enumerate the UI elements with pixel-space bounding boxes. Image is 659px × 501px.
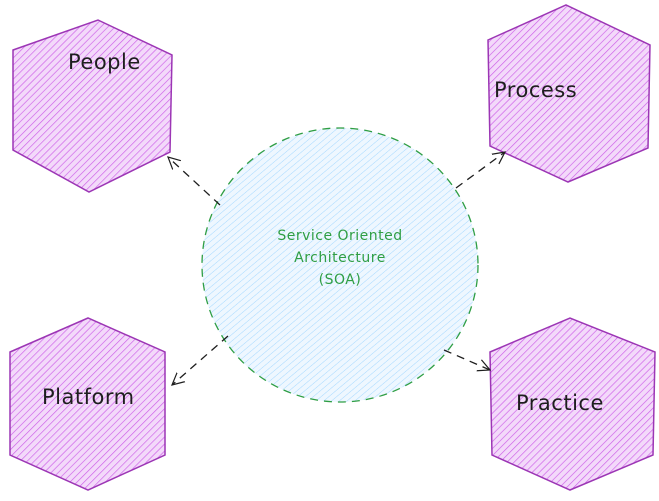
- label-platform: Platform: [42, 385, 135, 409]
- hexagon-platform[interactable]: [9, 317, 166, 491]
- arrow-to-process: [455, 152, 505, 189]
- label-process: Process: [494, 78, 578, 102]
- hexagon-process[interactable]: [487, 4, 651, 183]
- label-practice: Practice: [516, 391, 604, 415]
- soa-circle[interactable]: [201, 127, 479, 403]
- soa-label: Service Oriented Architecture (SOA): [230, 225, 450, 291]
- hexagon-people[interactable]: [12, 19, 173, 193]
- arrow-to-platform: [172, 335, 229, 385]
- soa-label-line-1: Service Oriented: [277, 228, 403, 244]
- hexagon-practice[interactable]: [489, 317, 656, 491]
- arrow-to-practice: [443, 349, 490, 370]
- arrow-to-people: [168, 157, 221, 206]
- label-people: People: [68, 50, 141, 74]
- soa-label-line-3: (SOA): [318, 272, 362, 288]
- soa-label-line-2: Architecture: [294, 250, 386, 266]
